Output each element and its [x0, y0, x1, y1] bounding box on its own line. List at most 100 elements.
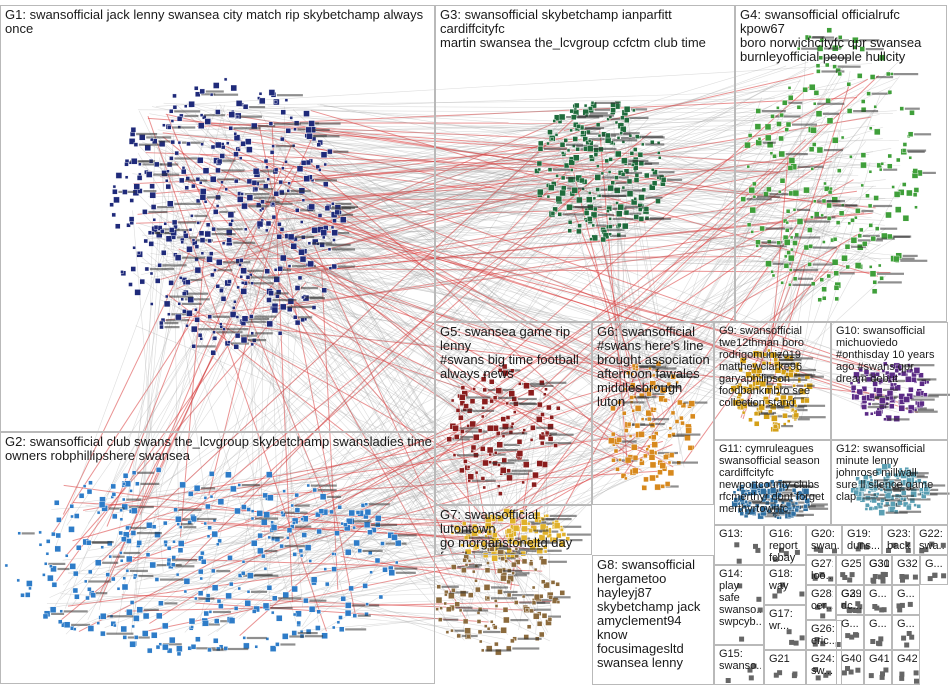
network-node	[791, 399, 797, 405]
node-label-mark	[501, 432, 528, 435]
network-node	[161, 250, 167, 256]
network-node	[510, 422, 515, 426]
edge	[216, 410, 464, 633]
node-label-mark	[212, 315, 230, 318]
network-node	[240, 336, 248, 344]
node-label-mark	[645, 143, 665, 146]
node-label-mark	[652, 422, 665, 426]
network-node	[667, 460, 672, 465]
node-label-mark	[764, 515, 780, 518]
edge	[233, 222, 900, 413]
edge-red	[83, 429, 535, 511]
network-node	[129, 489, 133, 493]
network-node	[203, 199, 208, 204]
network-node	[489, 546, 495, 552]
network-node	[597, 193, 602, 198]
network-node	[747, 667, 753, 673]
network-node	[559, 189, 566, 197]
network-node	[782, 413, 788, 419]
edge-red	[292, 190, 857, 271]
node-label-mark	[130, 526, 147, 530]
edge	[229, 116, 762, 361]
network-node	[855, 208, 861, 214]
node-label-mark	[136, 532, 162, 535]
edge	[607, 176, 842, 210]
network-node	[626, 178, 633, 185]
network-node	[294, 492, 299, 498]
network-node	[506, 474, 513, 482]
network-node	[546, 404, 552, 411]
edge	[300, 80, 768, 200]
node-label-mark	[910, 398, 935, 401]
edge	[140, 458, 504, 545]
network-node	[513, 410, 517, 414]
network-node	[590, 211, 598, 219]
network-node	[138, 162, 142, 167]
network-node	[540, 412, 545, 417]
network-node	[462, 558, 467, 563]
network-node	[321, 287, 327, 293]
network-node	[198, 181, 203, 185]
network-node	[908, 155, 912, 160]
network-node	[616, 437, 622, 443]
edge-red	[616, 232, 861, 377]
network-node	[849, 381, 854, 385]
network-node	[268, 290, 274, 296]
edge	[161, 187, 621, 262]
network-node	[785, 121, 792, 128]
edge-red	[496, 379, 619, 549]
edge	[351, 617, 505, 633]
network-node	[670, 410, 676, 416]
network-node	[786, 629, 792, 635]
node-label-mark	[914, 133, 932, 136]
network-node	[847, 221, 851, 226]
network-node	[481, 398, 489, 405]
node-label-mark	[588, 138, 605, 141]
network-node	[300, 517, 304, 521]
network-node	[191, 344, 196, 349]
network-node	[912, 192, 918, 197]
edge	[233, 197, 561, 215]
network-node	[480, 376, 487, 382]
edge-red	[283, 179, 577, 263]
network-node	[250, 342, 255, 347]
network-node	[784, 254, 788, 259]
network-node	[560, 175, 566, 181]
network-node	[780, 281, 784, 285]
network-node	[827, 189, 833, 195]
network-node	[879, 607, 885, 613]
network-node	[250, 540, 258, 547]
node-label-mark	[781, 425, 794, 428]
edge	[283, 162, 775, 326]
network-node	[124, 480, 132, 487]
network-node	[299, 553, 304, 558]
network-node	[745, 371, 752, 378]
network-node	[854, 632, 860, 638]
node-label-mark	[867, 406, 889, 409]
network-node	[279, 227, 285, 232]
node-label-mark	[814, 216, 836, 219]
edge-red	[62, 144, 242, 515]
node-label-mark	[88, 580, 112, 583]
network-node	[846, 108, 853, 114]
network-node	[252, 167, 260, 175]
network-node	[759, 225, 765, 232]
edge	[212, 128, 842, 203]
node-label-mark	[158, 140, 174, 143]
network-node	[464, 548, 472, 556]
network-node	[787, 86, 792, 90]
network-node	[54, 545, 61, 553]
network-node	[244, 227, 248, 232]
edge	[146, 380, 468, 545]
node-label-mark	[143, 608, 159, 611]
network-node	[343, 522, 348, 527]
node-label-mark	[644, 217, 671, 221]
edge-red	[178, 248, 642, 471]
network-node	[135, 481, 140, 486]
edge	[571, 197, 840, 276]
network-node	[267, 535, 271, 540]
network-node	[878, 378, 884, 384]
network-node	[923, 486, 929, 492]
network-node	[755, 244, 759, 248]
node-label-mark	[778, 358, 794, 361]
